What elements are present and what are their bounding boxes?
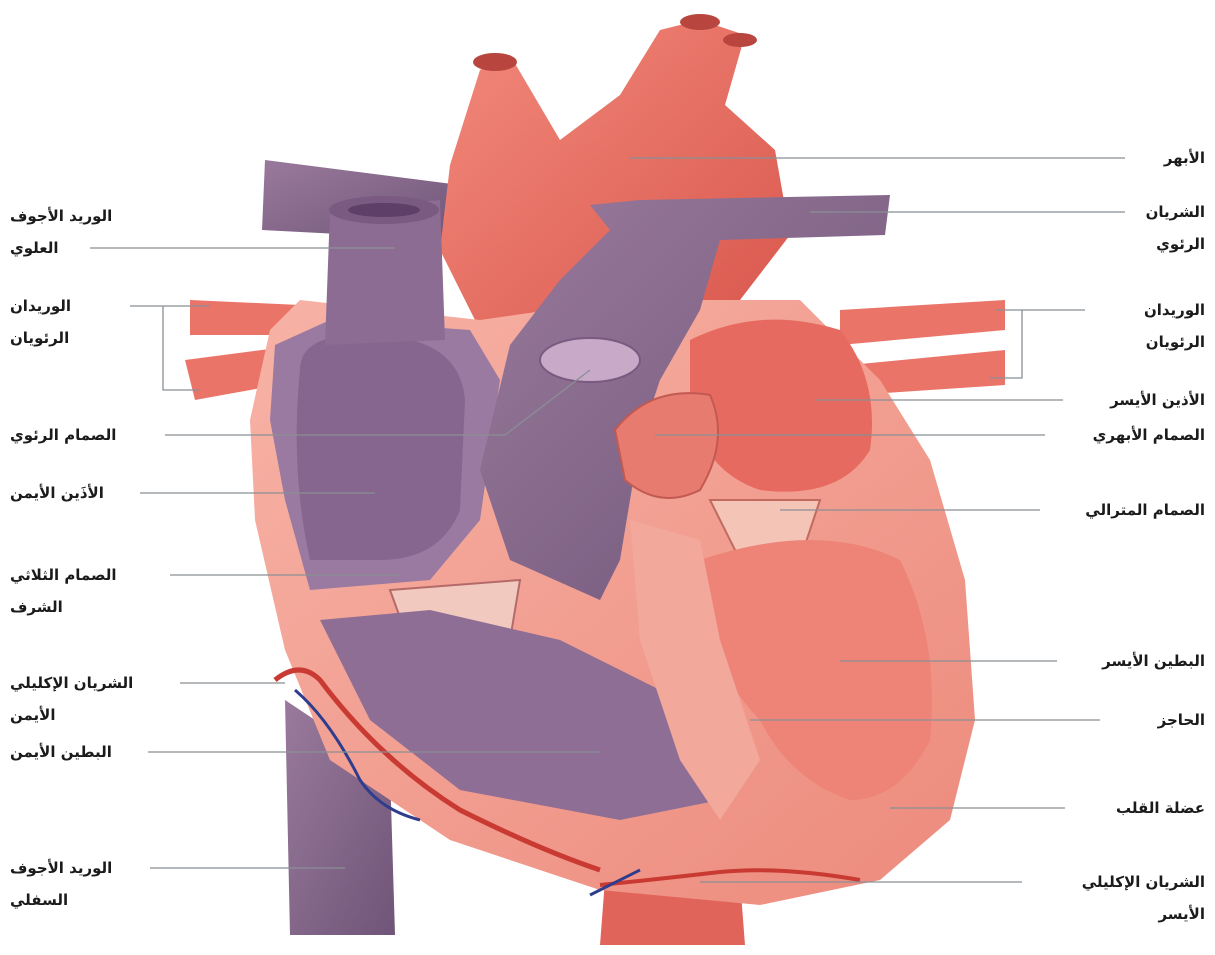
- label-pulmonary-artery: الشريان الرئوي: [1146, 196, 1205, 260]
- label-left-coronary-artery: الشريان الإكليلي الأيسر: [1082, 866, 1205, 930]
- svc-opening-inner: [348, 203, 420, 217]
- label-pulmonary-valve: الصمام الرئوي: [10, 419, 116, 451]
- aorta-opening-1: [473, 53, 517, 71]
- aorta-opening-2: [680, 14, 720, 30]
- label-pulmonary-veins-right: الوريدان الرئويان: [1144, 294, 1205, 358]
- right-atrium-inner: [297, 334, 465, 560]
- label-right-coronary-artery: الشريان الإكليلي الأيمن: [10, 667, 133, 731]
- label-pulmonary-veins-left: الوريدان الرئويان: [10, 290, 71, 354]
- label-left-atrium: الأذين الأيسر: [1110, 384, 1205, 416]
- label-aorta: الأبهر: [1164, 142, 1205, 174]
- label-right-ventricle: البطين الأيمن: [10, 736, 112, 768]
- label-superior-vena-cava: الوريد الأجوف العلوي: [10, 200, 112, 264]
- label-inferior-vena-cava: الوريد الأجوف السفلي: [10, 852, 112, 916]
- label-mitral-valve: الصمام المترالي: [1085, 494, 1205, 526]
- label-tricuspid-valve: الصمام الثلاثي الشرف: [10, 559, 117, 623]
- pulmonary-valve-shape: [540, 338, 640, 382]
- label-septum: الحاجز: [1158, 704, 1205, 736]
- label-right-atrium: الأذَين الأيمن: [10, 477, 104, 509]
- label-aortic-valve: الصمام الأبهري: [1093, 419, 1205, 451]
- aorta-opening-3: [723, 33, 757, 47]
- label-left-ventricle: البطين الأيسر: [1102, 645, 1205, 677]
- label-myocardium: عضلة القلب: [1116, 792, 1205, 824]
